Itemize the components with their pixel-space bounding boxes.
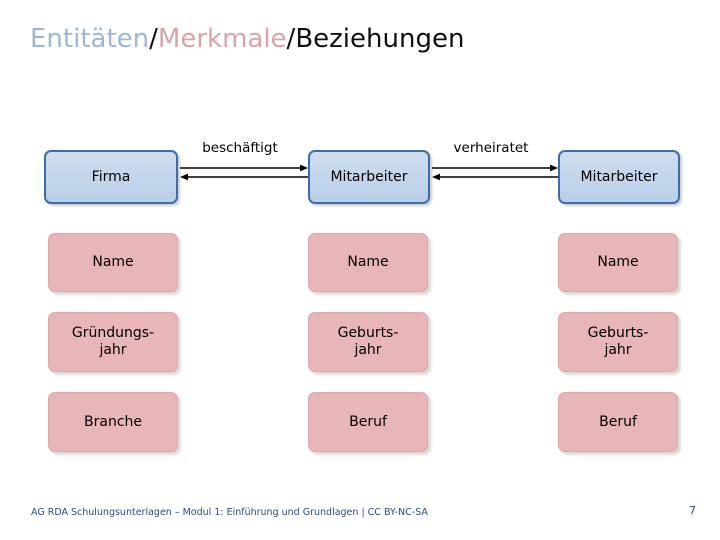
attribute-box-mitarbeiter2-beruf[interactable]: Beruf: [558, 392, 678, 452]
entity-label: Mitarbeiter: [580, 168, 658, 185]
relationship-label-beschaeftigt: beschäftigt: [202, 140, 278, 156]
attribute-label-line1: Geburts-: [587, 325, 649, 341]
entity-box-mitarbeiter-2[interactable]: Mitarbeiter: [558, 150, 680, 204]
attribute-box-firma-gruendungsjahr[interactable]: Gründungs- jahr: [48, 312, 178, 372]
attribute-label-line2: jahr: [99, 342, 127, 358]
footer-credit-text: AG RDA Schulungsunterlagen – Modul 1: Ei…: [31, 507, 428, 518]
relationship-label-verheiratet: verheiratet: [453, 140, 529, 156]
attribute-label: Branche: [84, 413, 142, 430]
attribute-box-mitarbeiter1-geburtsjahr[interactable]: Geburts- jahr: [308, 312, 428, 372]
attribute-box-mitarbeiter1-beruf[interactable]: Beruf: [308, 392, 428, 452]
title-part-relationships: Beziehungen: [295, 24, 465, 54]
title-part-attributes: Merkmale: [157, 24, 287, 54]
attribute-label: Beruf: [599, 413, 637, 430]
attribute-box-mitarbeiter2-geburtsjahr[interactable]: Geburts- jahr: [558, 312, 678, 372]
title-separator-1: /: [149, 24, 158, 54]
footer: AG RDA Schulungsunterlagen – Modul 1: Ei…: [0, 496, 720, 540]
attribute-label: Beruf: [349, 413, 387, 430]
attribute-label-line1: Gründungs-: [71, 325, 155, 341]
title-separator-2: /: [286, 24, 296, 54]
attribute-label-line2: jahr: [354, 342, 382, 358]
page-title: Entitäten/Merkmale/Beziehungen: [30, 22, 464, 56]
entity-label: Mitarbeiter: [330, 168, 408, 185]
entity-label: Firma: [91, 168, 131, 185]
attribute-label-line1: Geburts-: [337, 325, 399, 341]
attribute-box-firma-branche[interactable]: Branche: [48, 392, 178, 452]
attribute-box-mitarbeiter1-name[interactable]: Name: [308, 233, 428, 292]
attribute-label: Name: [347, 254, 389, 270]
attribute-label-line2: jahr: [604, 342, 632, 358]
attribute-label: Name: [92, 254, 134, 270]
connector-verheiratet: [432, 164, 558, 181]
page-number: 7: [689, 504, 696, 517]
attribute-label: Gründungs- jahr: [72, 325, 154, 359]
title-part-entities: Entitäten: [30, 24, 150, 54]
entity-box-mitarbeiter-1[interactable]: Mitarbeiter: [308, 150, 430, 204]
attribute-box-mitarbeiter2-name[interactable]: Name: [558, 233, 678, 292]
attribute-box-firma-name[interactable]: Name: [48, 233, 178, 292]
entity-box-firma[interactable]: Firma: [44, 150, 178, 204]
attribute-label: Geburts- jahr: [338, 325, 399, 359]
connector-beschaeftigt: [180, 164, 308, 181]
attribute-label: Geburts- jahr: [588, 325, 649, 359]
attribute-label: Name: [597, 254, 639, 270]
